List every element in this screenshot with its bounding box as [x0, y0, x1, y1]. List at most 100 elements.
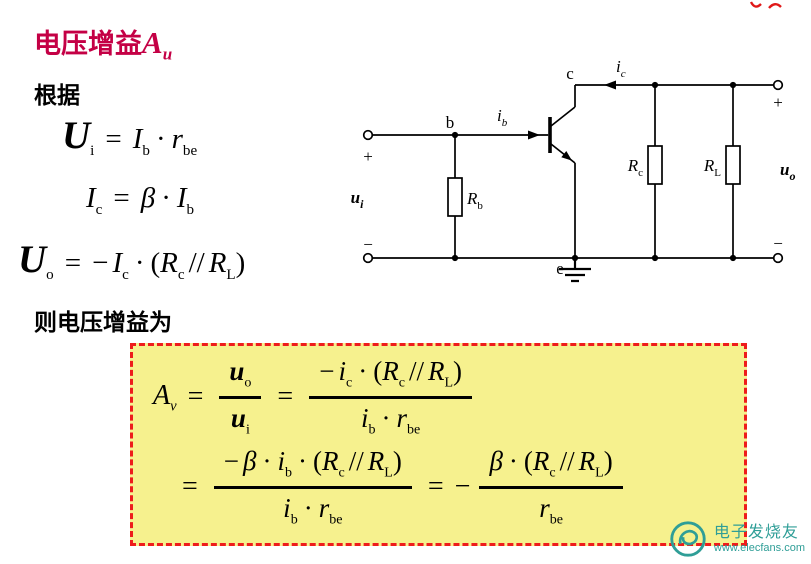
resistor-label-rl: RL	[703, 156, 721, 179]
junction-dot	[451, 131, 459, 139]
watermark-site: www.elecfans.com	[713, 542, 805, 554]
fraction-final-gain: β·(Rc//RL) rbe	[479, 446, 623, 529]
math-op: =	[105, 123, 122, 155]
resistor-label-rb: Rb	[466, 189, 483, 212]
math-var: A	[153, 379, 171, 411]
math-var-group: Av	[153, 380, 177, 416]
node-label-b: b	[446, 113, 455, 132]
math-op: ·	[381, 403, 391, 434]
junction-dot	[729, 81, 737, 89]
math-var: u	[230, 403, 246, 434]
math-sub: L	[226, 266, 236, 283]
resistor-rl-body	[725, 145, 741, 185]
math-var: i	[283, 493, 291, 524]
math-sub: b	[290, 511, 298, 528]
title-text: 电压增益	[34, 29, 142, 59]
math-var: r	[396, 403, 408, 434]
fraction-denominator: ui	[223, 399, 258, 438]
junction-dot	[729, 254, 737, 262]
math-paren: (	[523, 446, 533, 476]
math-var: u	[229, 356, 245, 386]
math-paren: )	[235, 247, 246, 279]
gain-formula-line1: Av = uo ui = −ic·(Rc//RL) ib·rbe	[153, 356, 477, 439]
math-op: −	[92, 247, 109, 279]
math-sub: c	[549, 464, 556, 481]
formula-ui: Ui=Ib·rbe	[62, 112, 197, 161]
math-op: −	[319, 356, 335, 386]
fraction-numerator: uo	[219, 356, 262, 400]
math-op: //	[408, 356, 424, 386]
math-op: //	[348, 446, 364, 476]
gain-formula-line2: = −β·ib·(Rc//RL) ib·rbe = − β·(Rc//RL) r…	[171, 446, 628, 529]
math-var: i	[360, 403, 369, 434]
page-title: 电压增益Au	[34, 22, 172, 64]
math-op: ·	[303, 493, 313, 524]
junction-dot	[451, 254, 459, 262]
math-sub: be	[407, 421, 421, 438]
math-sub: v	[170, 398, 177, 415]
math-sub: c	[122, 266, 129, 283]
math-op: ·	[134, 247, 145, 279]
resistor-rb-body	[447, 177, 463, 217]
resistor-rc-body	[647, 145, 663, 185]
math-sub: L	[595, 464, 604, 481]
math-var: i	[338, 356, 346, 386]
math-op: ·	[298, 446, 308, 476]
formula-uo: Uo=−Ic·(Rc//RL)	[18, 236, 245, 285]
fraction-numerator: −ic·(Rc//RL)	[309, 356, 473, 400]
circuit-diagram: b ib c ic e Rb Rc RL + ui − + uo −	[351, 57, 795, 283]
fraction-numerator: −β·ib·(Rc//RL)	[213, 446, 412, 490]
gain-result-box: Av = uo ui = −ic·(Rc//RL) ib·rbe = −β·ib…	[130, 343, 747, 546]
math-paren: )	[392, 446, 402, 476]
math-sub: c	[95, 201, 103, 218]
math-var: R	[382, 356, 399, 386]
math-sub: b	[502, 117, 508, 129]
math-paren: )	[453, 356, 463, 386]
label-then: 则电压增益为	[34, 309, 172, 335]
math-var: R	[160, 247, 178, 279]
math-var: I	[132, 123, 143, 155]
math-paren: (	[373, 356, 383, 386]
watermark-text: 电子发烧友 www.elecfans.com	[714, 523, 805, 555]
math-var: β	[489, 446, 503, 476]
math-op: //	[188, 247, 205, 279]
title-gain-symbol: A	[142, 25, 163, 60]
current-label-ic: ic	[616, 57, 626, 80]
math-paren: (	[150, 247, 161, 279]
math-sub: o	[46, 266, 54, 283]
math-var: R	[427, 356, 445, 386]
fraction-denominator: ib ·rbe	[353, 399, 428, 438]
fraction-uo-ui: uo ui	[219, 356, 262, 439]
math-op: ·	[161, 182, 171, 214]
current-arrow-ic	[604, 80, 616, 90]
math-sub: be	[549, 511, 563, 528]
math-sub: be	[329, 511, 343, 528]
output-voltage-label: uo	[780, 160, 795, 183]
fraction-denominator: ib·rbe	[275, 489, 350, 528]
math-sub: c	[177, 266, 185, 283]
math-var: R	[703, 156, 715, 175]
math-var: R	[208, 247, 227, 279]
math-var: I	[112, 247, 123, 279]
junction-dot	[571, 254, 579, 262]
math-op: =	[427, 471, 444, 503]
math-sub: c	[638, 167, 643, 179]
math-sub: b	[477, 200, 483, 212]
node-label-c: c	[566, 64, 574, 83]
math-var: i	[497, 106, 502, 125]
output-minus-sign: −	[773, 234, 783, 253]
math-var: i	[616, 57, 621, 76]
math-sub: c	[398, 374, 405, 391]
watermark-brand: 电子发烧友	[713, 523, 799, 541]
math-sub: L	[384, 464, 393, 481]
fraction-numerator: β·(Rc//RL)	[479, 446, 623, 490]
math-paren: (	[313, 446, 323, 476]
formula-ic: Ic=β·Ib	[86, 180, 194, 220]
math-var: I	[86, 182, 96, 214]
math-var: R	[578, 446, 596, 476]
math-paren: )	[603, 446, 613, 476]
math-sub: c	[621, 68, 626, 80]
title-gain-subscript: u	[162, 44, 173, 64]
math-sub: b	[368, 421, 376, 438]
math-sub: o	[244, 374, 252, 391]
